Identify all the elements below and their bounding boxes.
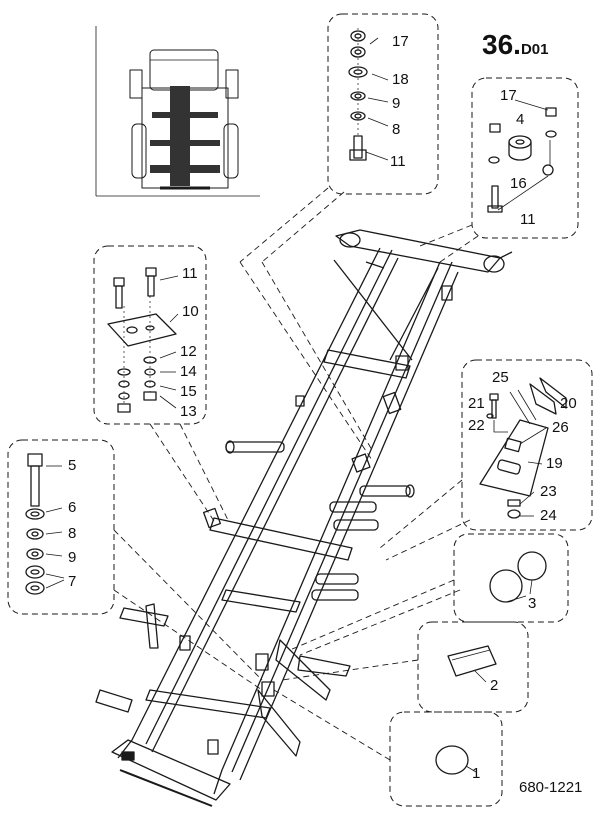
page-title: 36.D01 [482, 30, 548, 65]
callout-19: 19 [546, 455, 563, 472]
detail-box-11-10-12-13 [93, 245, 207, 425]
callout-24: 24 [540, 507, 557, 524]
callout-26: 26 [552, 419, 569, 436]
callout-3: 3 [528, 595, 537, 612]
chassis-frame [95, 229, 513, 807]
callout-8: 8 [68, 525, 77, 542]
detail-boxes [7, 13, 593, 807]
callout-7: 7 [68, 573, 77, 590]
callout-9: 9 [68, 549, 77, 566]
detail-box-1 [389, 711, 503, 807]
callout-14: 14 [180, 363, 197, 380]
callout-4: 4 [516, 111, 525, 128]
detail-box-3 [453, 533, 569, 623]
callout-16: 16 [510, 175, 527, 192]
callout-21: 21 [468, 395, 485, 412]
callout-15: 15 [180, 383, 197, 400]
callout-20: 20 [560, 395, 577, 412]
callout-1: 1 [472, 765, 481, 782]
detail-box-5-6-8-9-7 [7, 439, 115, 615]
callout-11: 11 [520, 211, 536, 228]
callout-8: 8 [392, 121, 401, 138]
cover-caps [489, 551, 547, 603]
callout-12: 12 [180, 343, 197, 360]
truck-thumbnail [95, 26, 260, 197]
callout-6: 6 [68, 499, 77, 516]
plug-cap [435, 745, 477, 775]
callout-25: 25 [492, 369, 509, 386]
rubber-pad [447, 645, 497, 683]
callout-11: 11 [182, 265, 198, 282]
drawing-number: 680-1221 [519, 779, 583, 796]
fastener-stack-b [487, 99, 557, 213]
callout-18: 18 [392, 71, 409, 88]
fastener-stack-a [348, 28, 389, 161]
callout-10: 10 [182, 303, 199, 320]
detail-box-2 [417, 621, 529, 713]
callout-17: 17 [392, 33, 409, 50]
title-main: 36. [482, 29, 521, 60]
callout-5: 5 [68, 457, 77, 474]
fastener-stack-c [107, 267, 179, 413]
fastener-stack-d [25, 453, 65, 595]
callout-17: 17 [500, 87, 517, 104]
callout-2: 2 [490, 677, 499, 694]
callout-9: 9 [392, 95, 401, 112]
callout-11: 11 [390, 153, 406, 170]
callout-23: 23 [540, 483, 557, 500]
detail-box-17-4-16-11 [471, 77, 579, 239]
title-sub: D01 [520, 41, 549, 58]
detail-box-19-26 [461, 359, 593, 531]
detail-box-17-18-9-8-11 [327, 13, 439, 195]
callout-13: 13 [180, 403, 197, 420]
callout-22: 22 [468, 417, 485, 434]
leader-lines [113, 187, 479, 761]
mounting-plate-assembly [479, 377, 567, 519]
